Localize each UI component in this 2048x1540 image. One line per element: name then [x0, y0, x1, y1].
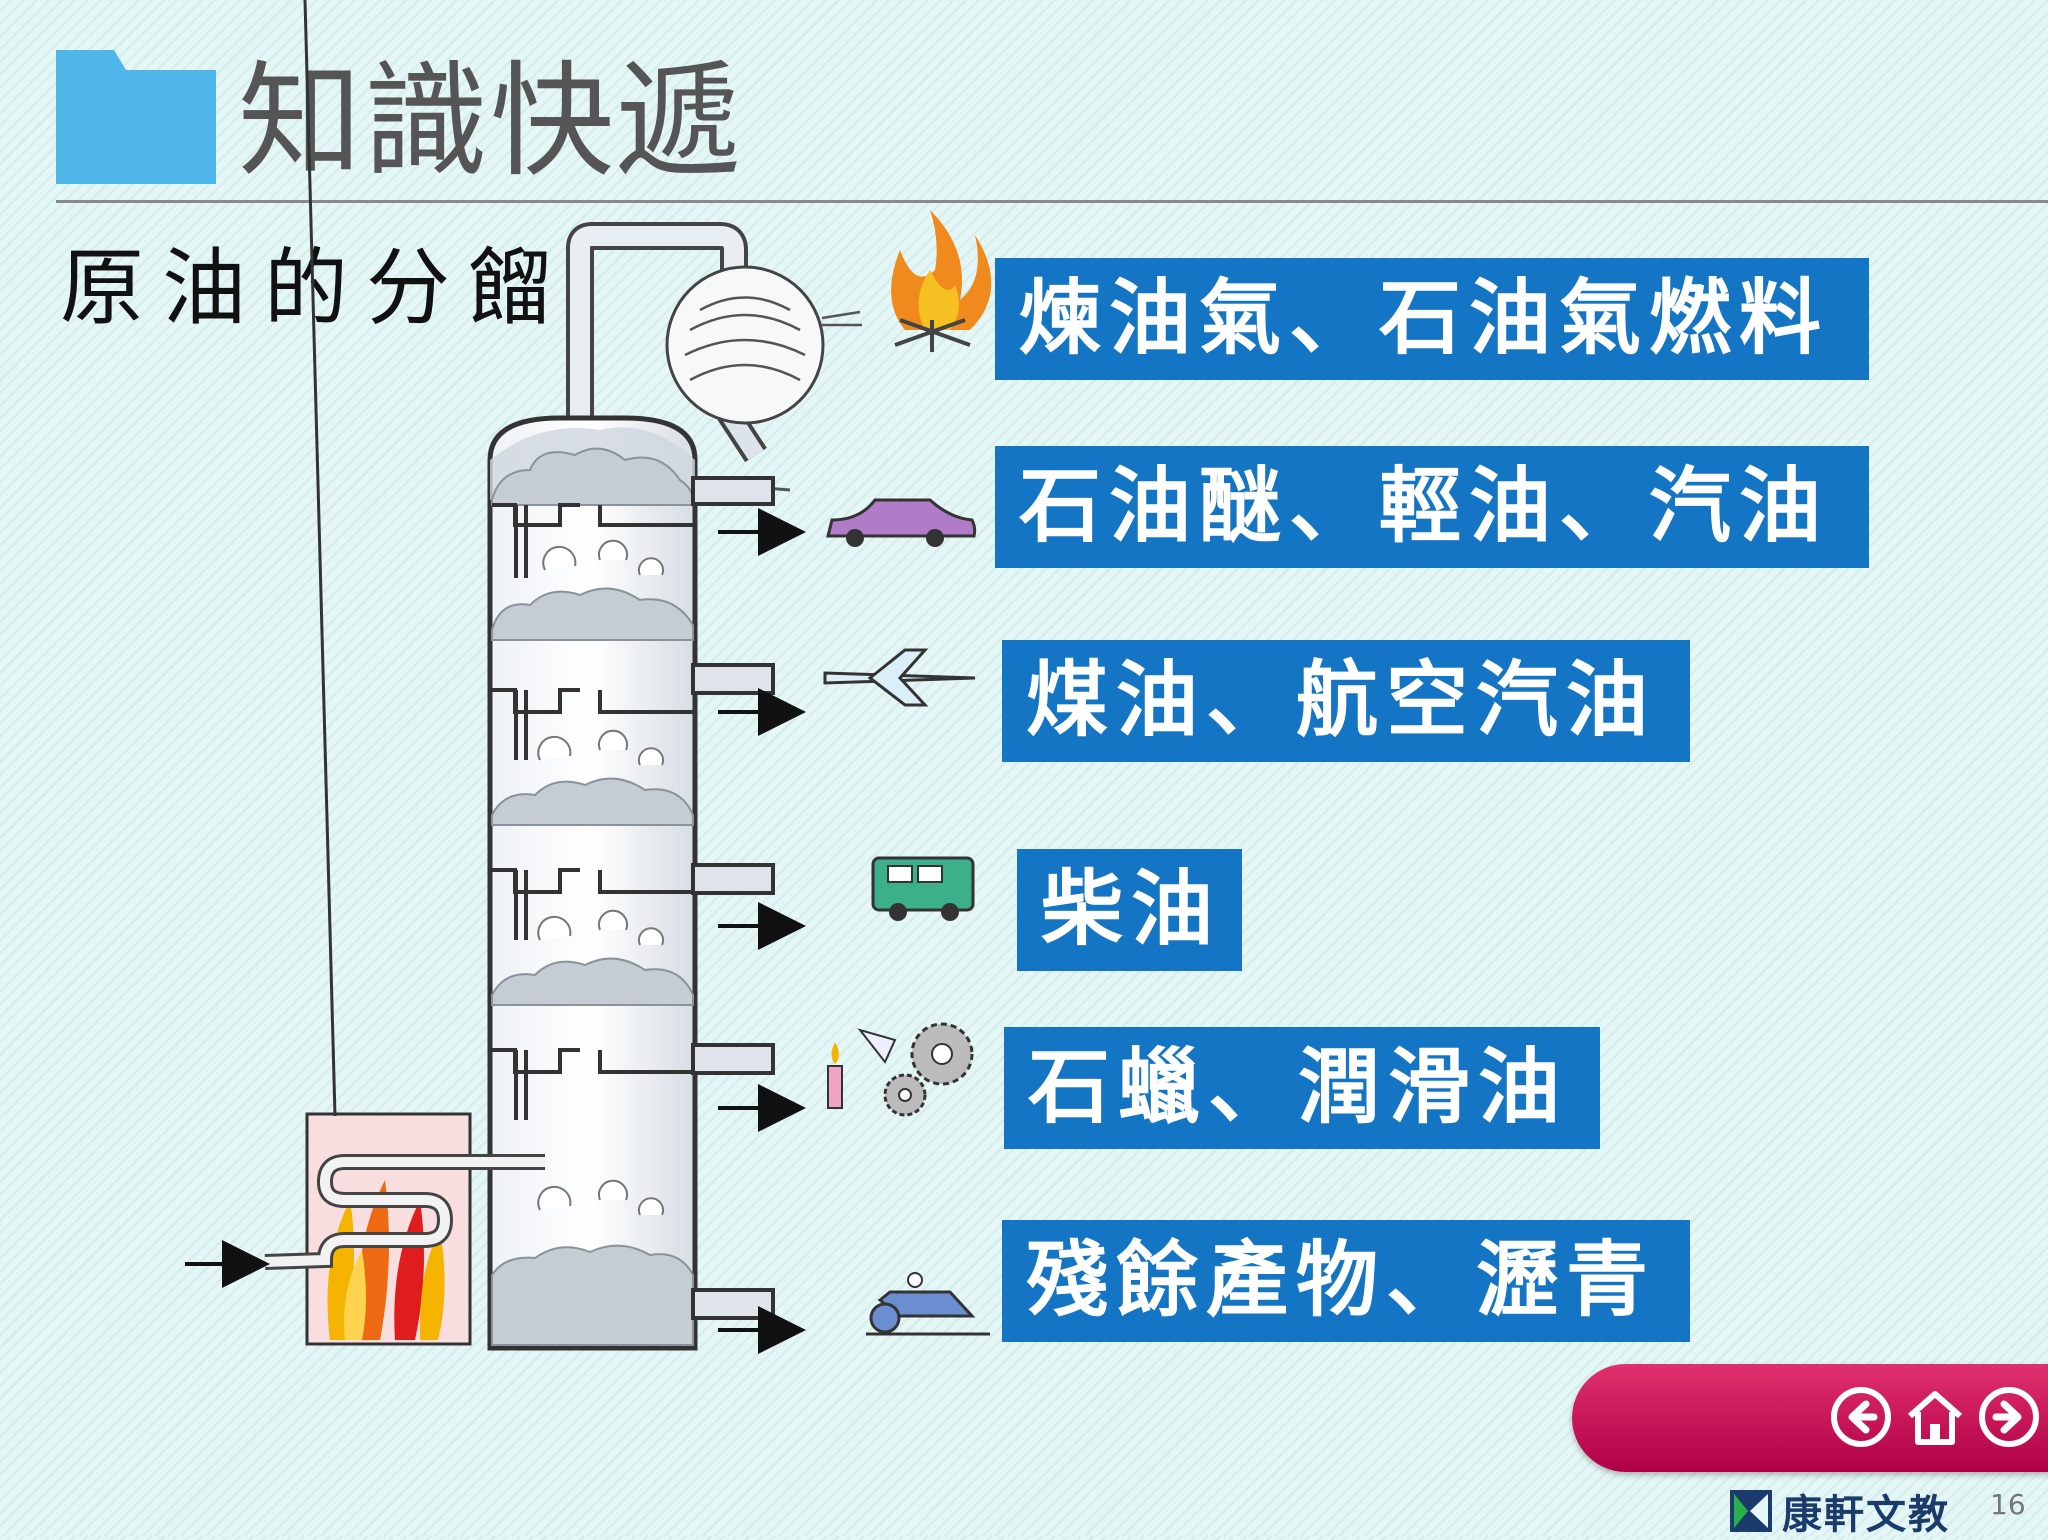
product-label-residue: 殘餘產物、瀝青 [1002, 1220, 1690, 1342]
truck-icon [871, 856, 975, 921]
home-icon[interactable] [1904, 1386, 1966, 1448]
product-label-refinery-gas: 煉油氣、石油氣燃料 [995, 258, 1869, 380]
title-divider [56, 200, 2048, 203]
product-label-kerosene: 煤油、航空汽油 [1002, 640, 1690, 762]
tractor-icon [866, 1272, 990, 1336]
distillation-column [487, 415, 806, 1354]
fire-icon [891, 210, 992, 352]
page-title: 知識快遞 [238, 50, 743, 194]
section-subtitle: 原油的分餾 [60, 239, 571, 337]
product-label-paraffin: 石蠟、潤滑油 [1004, 1027, 1600, 1149]
furnace [185, 0, 545, 1346]
product-label-diesel: 柴油 [1017, 849, 1242, 971]
car-icon [826, 498, 977, 547]
brand-logo: 康軒文教 [1730, 1482, 1950, 1540]
brand-name: 康軒文教 [1782, 1492, 1950, 1538]
arrow-right-icon[interactable] [1978, 1386, 2040, 1448]
folder-icon [56, 50, 216, 184]
airplane-icon [823, 648, 976, 707]
product-label-gasoline: 石油醚、輕油、汽油 [995, 446, 1869, 568]
condenser [566, 222, 862, 497]
page-number: 16 [1990, 1488, 2026, 1521]
navigation-bar [1572, 1364, 2048, 1472]
arrow-left-icon[interactable] [1830, 1386, 1892, 1448]
brand-logo-icon [1730, 1490, 1772, 1532]
candle-gears-icon [827, 1022, 974, 1117]
